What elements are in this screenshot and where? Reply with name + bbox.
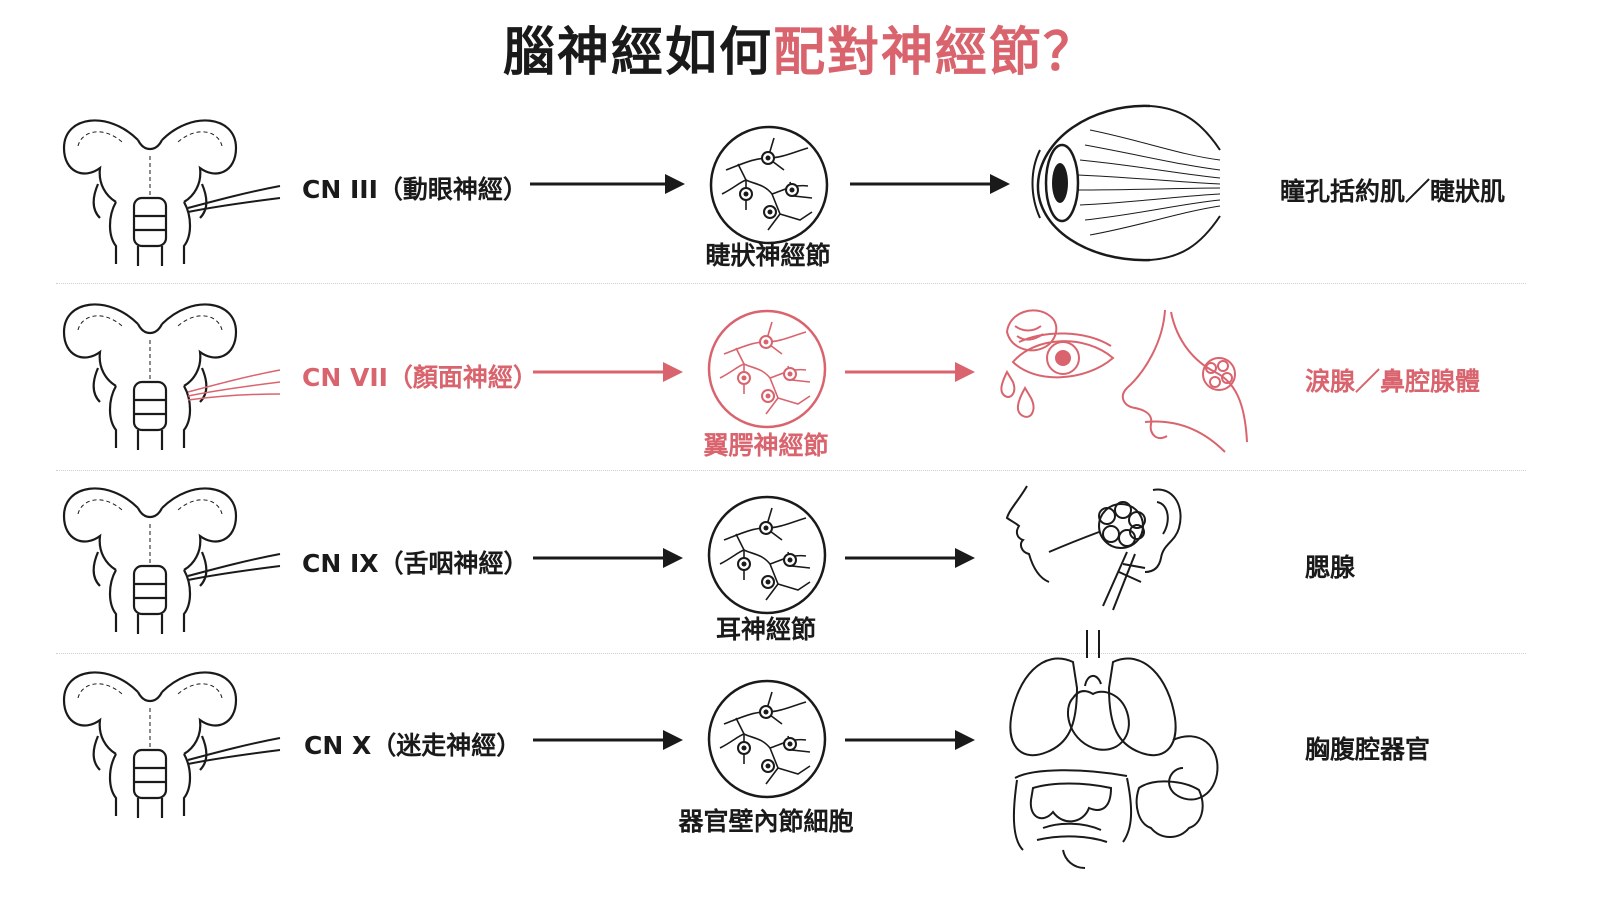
nerve-label: CN VII（顏面神經） bbox=[302, 363, 538, 392]
row-cn-ix: CN IX（舌咽神經） 耳神經節 bbox=[0, 474, 1600, 654]
target-label: 淚腺／鼻腔腺體 bbox=[1305, 367, 1481, 396]
arrow-icon bbox=[533, 362, 683, 382]
ganglion-icon bbox=[707, 679, 827, 799]
row-divider bbox=[56, 283, 1526, 284]
ganglion-label: 器官壁內節細胞 bbox=[678, 807, 854, 836]
ganglion-icon bbox=[707, 495, 827, 615]
brainstem-icon bbox=[62, 303, 281, 450]
ganglion-label: 耳神經節 bbox=[715, 615, 816, 644]
eyeball-icon bbox=[1031, 104, 1221, 262]
nerve-label: CN III（動眼神經） bbox=[302, 175, 528, 204]
target-label: 瞳孔括約肌／睫狀肌 bbox=[1280, 177, 1506, 206]
row-cn-x: CN X（迷走神經） 器官壁內節細胞 bbox=[0, 630, 1600, 896]
nerve-label: CN X（迷走神經） bbox=[304, 731, 522, 760]
nerve-label: CN IX（舌咽神經） bbox=[302, 549, 529, 578]
brainstem-icon bbox=[62, 119, 281, 266]
row-cn-vii: CN VII（顏面神經） 翼腭神經節 bbox=[0, 288, 1600, 468]
page-title: 腦神經如何配對神經節？ bbox=[0, 10, 1600, 85]
ganglion-icon bbox=[709, 125, 829, 245]
target-label: 胸腹腔器官 bbox=[1305, 735, 1431, 764]
arrow-icon bbox=[845, 730, 975, 750]
brainstem-icon bbox=[62, 487, 281, 634]
thoracoabdominal-organs-icon bbox=[1009, 630, 1219, 869]
lacrimal-nasal-icon bbox=[1000, 309, 1248, 453]
brainstem-icon bbox=[62, 671, 281, 818]
row-divider bbox=[56, 470, 1526, 471]
arrow-icon bbox=[533, 548, 683, 568]
ganglion-label: 翼腭神經節 bbox=[703, 431, 829, 460]
arrow-icon bbox=[845, 362, 975, 382]
arrow-icon bbox=[845, 548, 975, 568]
target-label: 腮腺 bbox=[1305, 553, 1356, 582]
arrow-icon bbox=[530, 174, 685, 194]
ganglion-label: 睫狀神經節 bbox=[705, 241, 831, 270]
title-part-1: 腦神經如何 bbox=[502, 23, 773, 83]
arrow-icon bbox=[533, 730, 683, 750]
title-part-2: 配對神經節？ bbox=[773, 23, 1098, 83]
row-divider bbox=[56, 653, 1526, 654]
ganglion-icon bbox=[707, 309, 827, 429]
parotid-gland-icon bbox=[1005, 485, 1182, 611]
row-cn-iii: CN III（動眼神經） 睫狀神經節 bbox=[0, 100, 1600, 280]
arrow-icon bbox=[850, 174, 1010, 194]
